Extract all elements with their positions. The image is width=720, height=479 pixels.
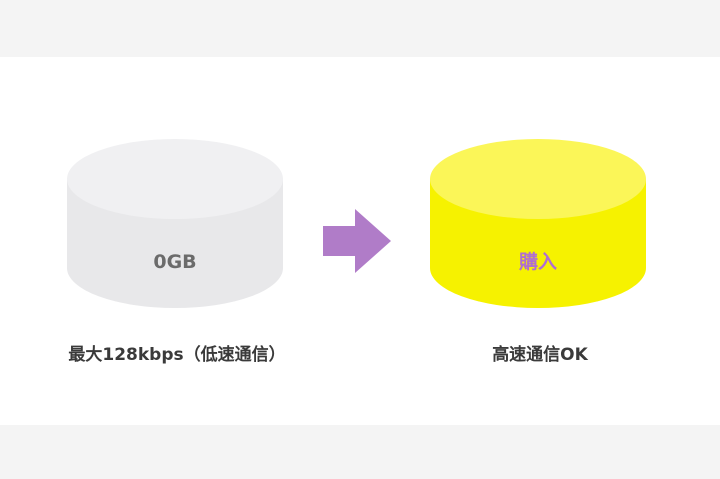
right-caption: 高速通信OK — [492, 345, 588, 365]
right-cylinder-top — [430, 139, 646, 219]
left-cylinder-top — [67, 139, 283, 219]
right-cylinder: 購入 — [430, 139, 646, 308]
right-cylinder-label: 購入 — [519, 250, 557, 273]
left-cylinder: 0GB — [67, 139, 283, 308]
right-arrow-icon — [323, 209, 391, 273]
left-cylinder-label: 0GB — [153, 251, 196, 273]
left-caption: 最大128kbps（低速通信） — [68, 345, 286, 365]
